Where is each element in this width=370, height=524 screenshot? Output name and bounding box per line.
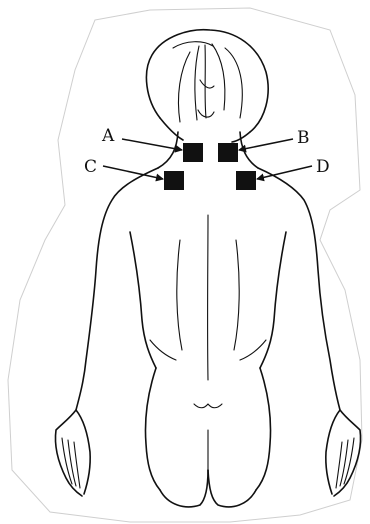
label-b: B: [297, 128, 310, 148]
head: [146, 30, 268, 142]
background-outline: [8, 8, 362, 522]
arrow-d: [257, 166, 312, 179]
arrow-a: [122, 139, 182, 150]
buttocks: [160, 404, 256, 507]
label-d: D: [316, 157, 330, 177]
label-a: A: [101, 126, 115, 146]
arrow-c: [103, 166, 163, 179]
marker-a: [183, 143, 203, 162]
arrow-b: [239, 139, 293, 150]
marker-d: [236, 171, 256, 190]
label-c: C: [84, 157, 97, 177]
marker-b: [218, 143, 238, 162]
left-hand: [55, 410, 90, 496]
marker-c: [164, 171, 184, 190]
right-hand: [326, 410, 361, 496]
